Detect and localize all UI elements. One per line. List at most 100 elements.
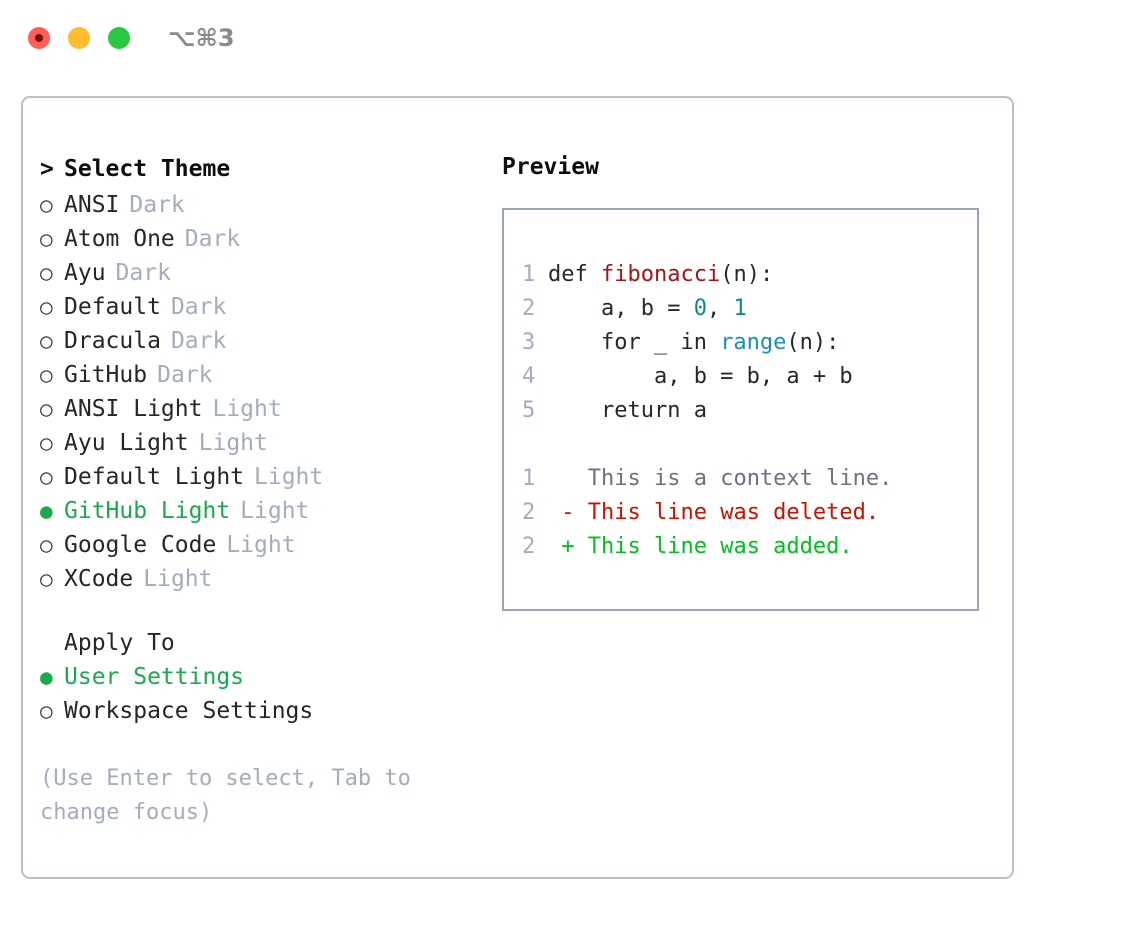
- caret-icon: >: [40, 156, 54, 182]
- apply-to-list[interactable]: ● User Settings ○ Workspace Settings: [40, 660, 480, 728]
- radio-empty-icon[interactable]: ○: [40, 193, 53, 217]
- code-line: 3 for _ in range(n):: [522, 326, 977, 360]
- theme-variant-tag: Light: [226, 532, 296, 558]
- theme-variant-tag: Dark: [184, 226, 241, 252]
- code-token: return a: [548, 398, 707, 423]
- recording-indicator-icon: [35, 34, 43, 42]
- select-theme-heading-label: Select Theme: [64, 156, 231, 182]
- theme-variant-tag: Light: [198, 430, 268, 456]
- radio-empty-icon[interactable]: ○: [40, 431, 53, 455]
- theme-name-label: Ayu: [64, 260, 106, 286]
- radio-empty-icon[interactable]: ○: [40, 465, 53, 489]
- code-token: def: [548, 262, 601, 287]
- theme-list-item[interactable]: ○ Dracula Dark: [40, 324, 480, 358]
- theme-list-item[interactable]: ○ Ayu Light Light: [40, 426, 480, 460]
- theme-variant-tag: Dark: [170, 328, 227, 354]
- radio-empty-icon[interactable]: ○: [40, 567, 53, 591]
- maximize-window-button[interactable]: [108, 27, 130, 49]
- keyboard-hint-text: (Use Enter to select, Tab to change focu…: [40, 766, 411, 825]
- diff-text: This is a context line.: [587, 466, 893, 491]
- code-diff-spacer: [522, 428, 977, 462]
- theme-variant-tag: Dark: [170, 294, 227, 320]
- code-token: 0: [693, 296, 707, 321]
- theme-name-label: Default: [64, 294, 161, 320]
- diff-line: 2 + This line was added.: [522, 530, 977, 564]
- radio-empty-icon[interactable]: ○: [40, 533, 53, 557]
- theme-list-item[interactable]: ○ Google Code Light: [40, 528, 480, 562]
- theme-list-item[interactable]: ● GitHub Light Light: [40, 494, 480, 528]
- title-bar: ⌥⌘3: [0, 0, 1140, 78]
- radio-empty-icon[interactable]: ○: [40, 397, 53, 421]
- code-token: fibonacci: [600, 262, 721, 287]
- preview-title: Preview: [502, 154, 599, 180]
- apply-to-option[interactable]: ● User Settings: [40, 660, 480, 694]
- minimize-window-button[interactable]: [68, 27, 90, 49]
- theme-list-item[interactable]: ○ Ayu Dark: [40, 256, 480, 290]
- theme-name-label: Dracula: [64, 328, 161, 354]
- theme-variant-tag: Dark: [129, 192, 185, 218]
- diff-marker: -: [548, 500, 588, 525]
- apply-to-option[interactable]: ○ Workspace Settings: [40, 694, 480, 728]
- code-line: 4 a, b = b, a + b: [522, 360, 977, 394]
- theme-list-item[interactable]: ○ Default Dark: [40, 290, 480, 324]
- apply-to-option-label: Workspace Settings: [64, 698, 314, 724]
- radio-empty-icon[interactable]: ○: [40, 329, 53, 353]
- apply-to-heading: ○Apply To: [40, 626, 480, 660]
- apply-to-heading-label: Apply To: [64, 630, 175, 656]
- apply-to-spacer-icon: ○: [40, 626, 64, 660]
- code-token: a, b = b, a + b: [548, 364, 853, 389]
- select-theme-heading: > Select Theme: [40, 150, 480, 188]
- theme-list-item[interactable]: ○ ANSI Light Light: [40, 392, 480, 426]
- diff-marker: [548, 466, 588, 491]
- theme-name-label: GitHub Light: [64, 498, 231, 524]
- theme-name-label: ANSI: [64, 192, 120, 218]
- radio-empty-icon[interactable]: ○: [40, 261, 53, 285]
- code-token: ,: [706, 296, 734, 321]
- radio-empty-icon[interactable]: ○: [40, 227, 53, 251]
- diff-line: 1 This is a context line.: [522, 462, 977, 496]
- diff-text: This line was deleted.: [587, 500, 880, 525]
- theme-variant-tag: Light: [240, 498, 310, 524]
- theme-name-label: Atom One: [64, 226, 175, 252]
- apply-to-option-label: User Settings: [64, 664, 245, 690]
- theme-name-label: Google Code: [64, 532, 217, 558]
- theme-variant-tag: Light: [254, 464, 324, 490]
- theme-name-label: Ayu Light: [64, 430, 189, 456]
- line-number: 3: [522, 330, 536, 355]
- theme-list-item[interactable]: ○ ANSI Dark: [40, 188, 480, 222]
- code-line: 5 return a: [522, 394, 977, 428]
- code-token: 1: [733, 296, 747, 321]
- theme-list-item[interactable]: ○ Atom One Dark: [40, 222, 480, 256]
- line-number: 2: [522, 500, 536, 525]
- radio-selected-icon[interactable]: ●: [40, 499, 53, 523]
- theme-variant-tag: Light: [143, 566, 213, 592]
- line-number: 2: [522, 534, 536, 559]
- diff-sample: 1 This is a context line. 2 - This line w…: [522, 462, 977, 564]
- code-token: (n):: [720, 262, 774, 287]
- radio-empty-icon[interactable]: ○: [40, 699, 53, 723]
- code-token: (n):: [786, 330, 840, 355]
- diff-marker: +: [548, 534, 588, 559]
- radio-empty-icon[interactable]: ○: [40, 295, 53, 319]
- code-token: for _ in: [548, 330, 721, 355]
- theme-variant-tag: Dark: [157, 362, 213, 388]
- theme-name-label: Default Light: [64, 464, 245, 490]
- radio-selected-icon[interactable]: ●: [40, 665, 53, 689]
- theme-variant-tag: Dark: [115, 260, 171, 286]
- line-number: 2: [522, 296, 536, 321]
- theme-variant-tag: Light: [212, 396, 282, 422]
- code-line: 2 a, b = 0, 1: [522, 292, 977, 326]
- theme-name-label: ANSI Light: [64, 396, 203, 422]
- line-number: 5: [522, 398, 536, 423]
- radio-empty-icon[interactable]: ○: [40, 363, 53, 387]
- theme-list-item[interactable]: ○ Default Light Light: [40, 460, 480, 494]
